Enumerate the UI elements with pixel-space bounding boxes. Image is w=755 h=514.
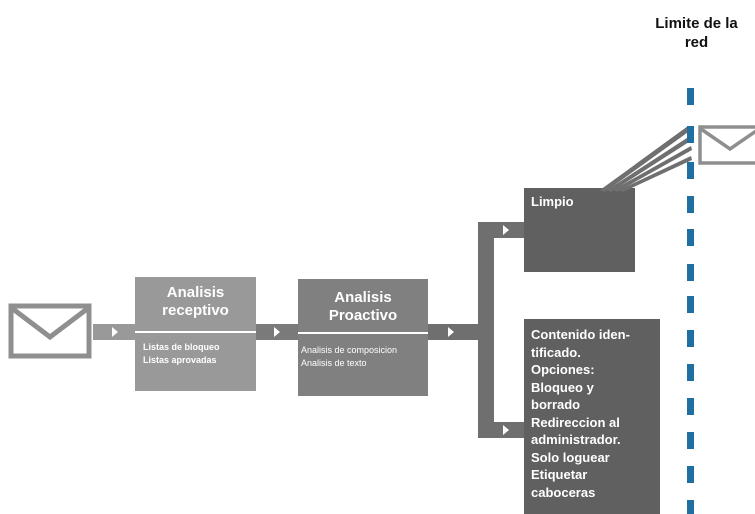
proactive-title-line2: Proactivo [328, 307, 398, 324]
receptive-item: Listas de bloqueo [143, 342, 220, 352]
flow-arrow-icon [503, 425, 509, 435]
connector-proactive-branch [428, 324, 484, 340]
receptive-analysis-box: Analisis receptivo Listas de bloqueo Lis… [135, 277, 256, 391]
boundary-dash [687, 398, 694, 415]
boundary-dash [687, 264, 694, 281]
branch-to-identified [478, 422, 524, 438]
boundary-dash [687, 466, 694, 483]
proactive-separator [298, 332, 428, 334]
identified-line: Contenido iden- [531, 327, 630, 342]
proactive-analysis-box: Analisis Proactivo Analisis de composici… [298, 279, 428, 396]
flow-arrow-icon [448, 327, 454, 337]
boundary-dash [687, 432, 694, 449]
identified-box: Contenido iden- tificado. Opciones: Bloq… [524, 319, 660, 514]
clean-box: Limpio [524, 188, 635, 272]
boundary-label-line1: Limite de la [655, 15, 738, 32]
receptive-title-line1: Analisis [166, 284, 225, 301]
flow-arrow-icon [274, 327, 280, 337]
branch-to-clean [478, 222, 524, 238]
boundary-dash [687, 364, 694, 381]
boundary-dash [687, 500, 694, 514]
boundary-dash [687, 296, 694, 313]
identified-line: Etiquetar [531, 467, 588, 482]
identified-line: Redireccion al [531, 414, 620, 430]
network-boundary-label: Limite de la red [638, 14, 755, 52]
boundary-dash [687, 88, 694, 105]
receptive-title-line2: receptivo [162, 302, 229, 319]
incoming-envelope-icon [8, 303, 92, 359]
flow-arrow-icon [503, 225, 509, 235]
boundary-dash [687, 126, 694, 143]
boundary-dash [687, 196, 694, 213]
identified-line: Bloqueo y [531, 379, 594, 395]
identified-line: Opciones: [531, 362, 595, 377]
outbound-delivery-lines [600, 126, 692, 192]
identified-line: borrado [531, 397, 581, 412]
outgoing-envelope-icon [698, 125, 755, 165]
proactive-title-line1: Analisis [334, 289, 392, 306]
clean-label: Limpio [531, 194, 574, 209]
proactive-item: Analisis de texto [301, 358, 367, 368]
boundary-dash [687, 330, 694, 347]
proactive-item: Analisis de composicion [301, 345, 398, 355]
boundary-label-line2: red [684, 34, 709, 51]
receptive-item: Listas aprovadas [143, 355, 217, 365]
branch-trunk [478, 222, 494, 438]
flow-arrow-icon [112, 327, 118, 337]
boundary-dash [687, 229, 694, 246]
identified-line: administrador. [531, 432, 621, 447]
identified-line: tificado. [531, 344, 581, 360]
boundary-dash [687, 162, 694, 179]
receptive-separator [135, 331, 256, 333]
identified-line: caboceras [531, 484, 596, 500]
identified-line: Solo loguear [531, 449, 610, 465]
